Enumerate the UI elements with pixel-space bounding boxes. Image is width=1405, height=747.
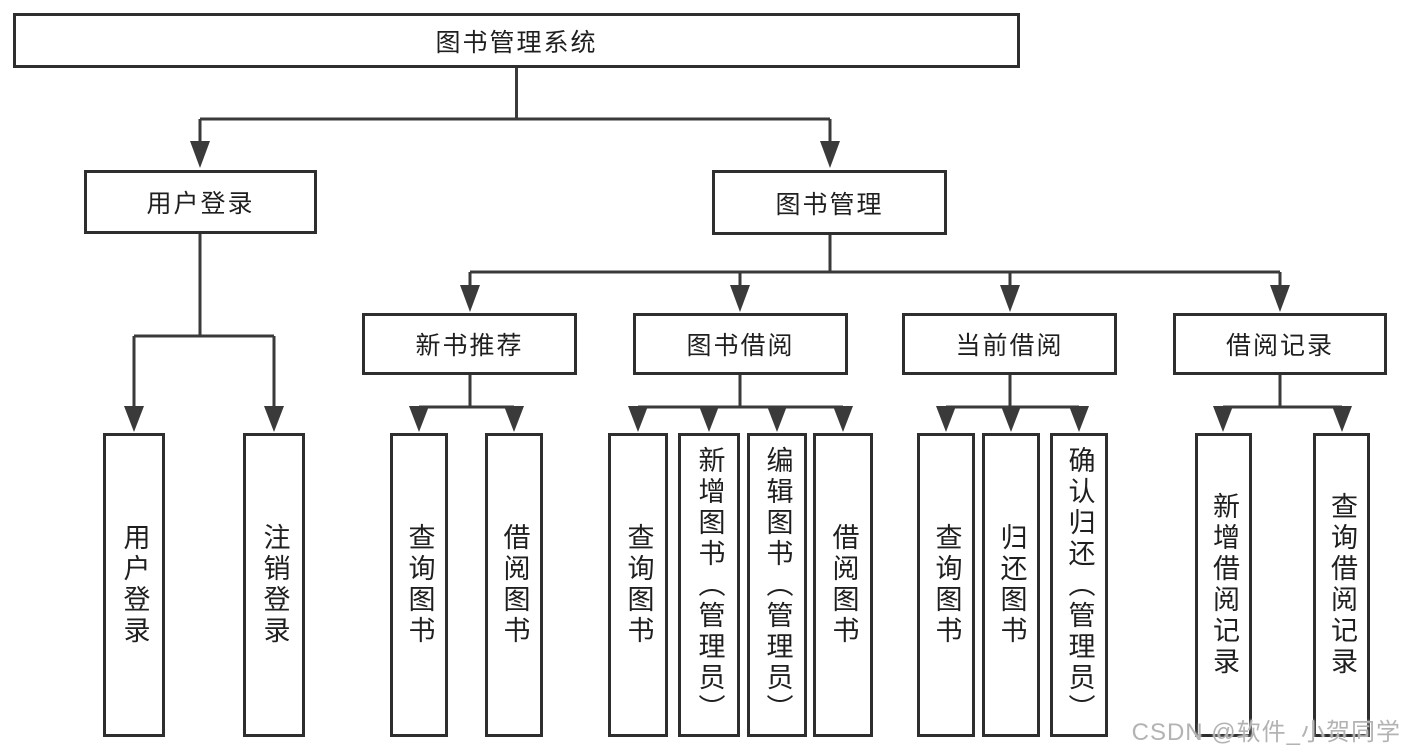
leaf-logout: 注销登录 [243,433,305,737]
leaf-logout-label: 注销登录 [259,523,290,647]
node-root: 图书管理系统 [13,13,1020,68]
leaf-current-query-books-label: 查询图书 [931,523,962,647]
leaf-current-query-books: 查询图书 [917,433,975,737]
node-user-login: 用户登录 [84,170,317,234]
arrowheads [124,141,1352,432]
node-new-book-recommend: 新书推荐 [362,313,577,375]
leaf-borrowing-add-books-admin-label: 新增图书（管理员） [694,445,725,725]
node-current-borrowing-label: 当前借阅 [955,332,1064,360]
leaf-user-login: 用户登录 [103,433,165,737]
leaf-borrowing-add-books-admin: 新增图书（管理员） [678,433,740,737]
node-borrow-records: 借阅记录 [1173,313,1387,375]
leaf-borrowing-borrow-books: 借阅图书 [813,433,873,737]
leaf-recommend-borrow-books: 借阅图书 [485,433,543,737]
leaf-borrowing-edit-books-admin: 编辑图书（管理员） [747,433,807,737]
node-root-label: 图书管理系统 [435,28,598,57]
leaf-records-query-borrow-record: 查询借阅记录 [1313,433,1370,737]
leaf-borrowing-query-books-label: 查询图书 [623,523,654,647]
leaf-records-query-borrow-record-label: 查询借阅记录 [1327,492,1357,678]
node-borrow-records-label: 借阅记录 [1225,332,1334,360]
node-book-management: 图书管理 [712,170,947,235]
leaf-current-return-books: 归还图书 [982,433,1040,737]
node-new-book-recommend-label: 新书推荐 [415,332,524,360]
leaf-current-return-books-label: 归还图书 [996,523,1027,647]
leaf-records-add-borrow-record: 新增借阅记录 [1195,433,1252,737]
leaf-borrowing-edit-books-admin-label: 编辑图书（管理员） [762,445,793,725]
leaf-current-confirm-return-admin: 确认归还（管理员） [1050,433,1108,737]
leaf-borrowing-query-books: 查询图书 [608,433,668,737]
node-current-borrowing: 当前借阅 [902,313,1117,375]
node-user-login-label: 用户登录 [146,190,255,218]
node-book-borrowing-label: 图书借阅 [686,332,795,360]
leaf-current-confirm-return-admin-label: 确认归还（管理员） [1064,445,1095,725]
csdn-watermark: CSDN @软件_小贺同学 [1131,719,1401,746]
leaf-user-login-label: 用户登录 [119,523,150,647]
node-book-management-label: 图书管理 [775,190,884,219]
leaf-borrowing-borrow-books-label: 借阅图书 [828,523,859,647]
leaf-recommend-borrow-books-label: 借阅图书 [499,523,530,647]
leaf-recommend-query-books: 查询图书 [390,433,448,737]
node-book-borrowing: 图书借阅 [633,313,848,375]
leaf-records-add-borrow-record-label: 新增借阅记录 [1209,492,1239,678]
leaf-recommend-query-books-label: 查询图书 [404,523,435,647]
